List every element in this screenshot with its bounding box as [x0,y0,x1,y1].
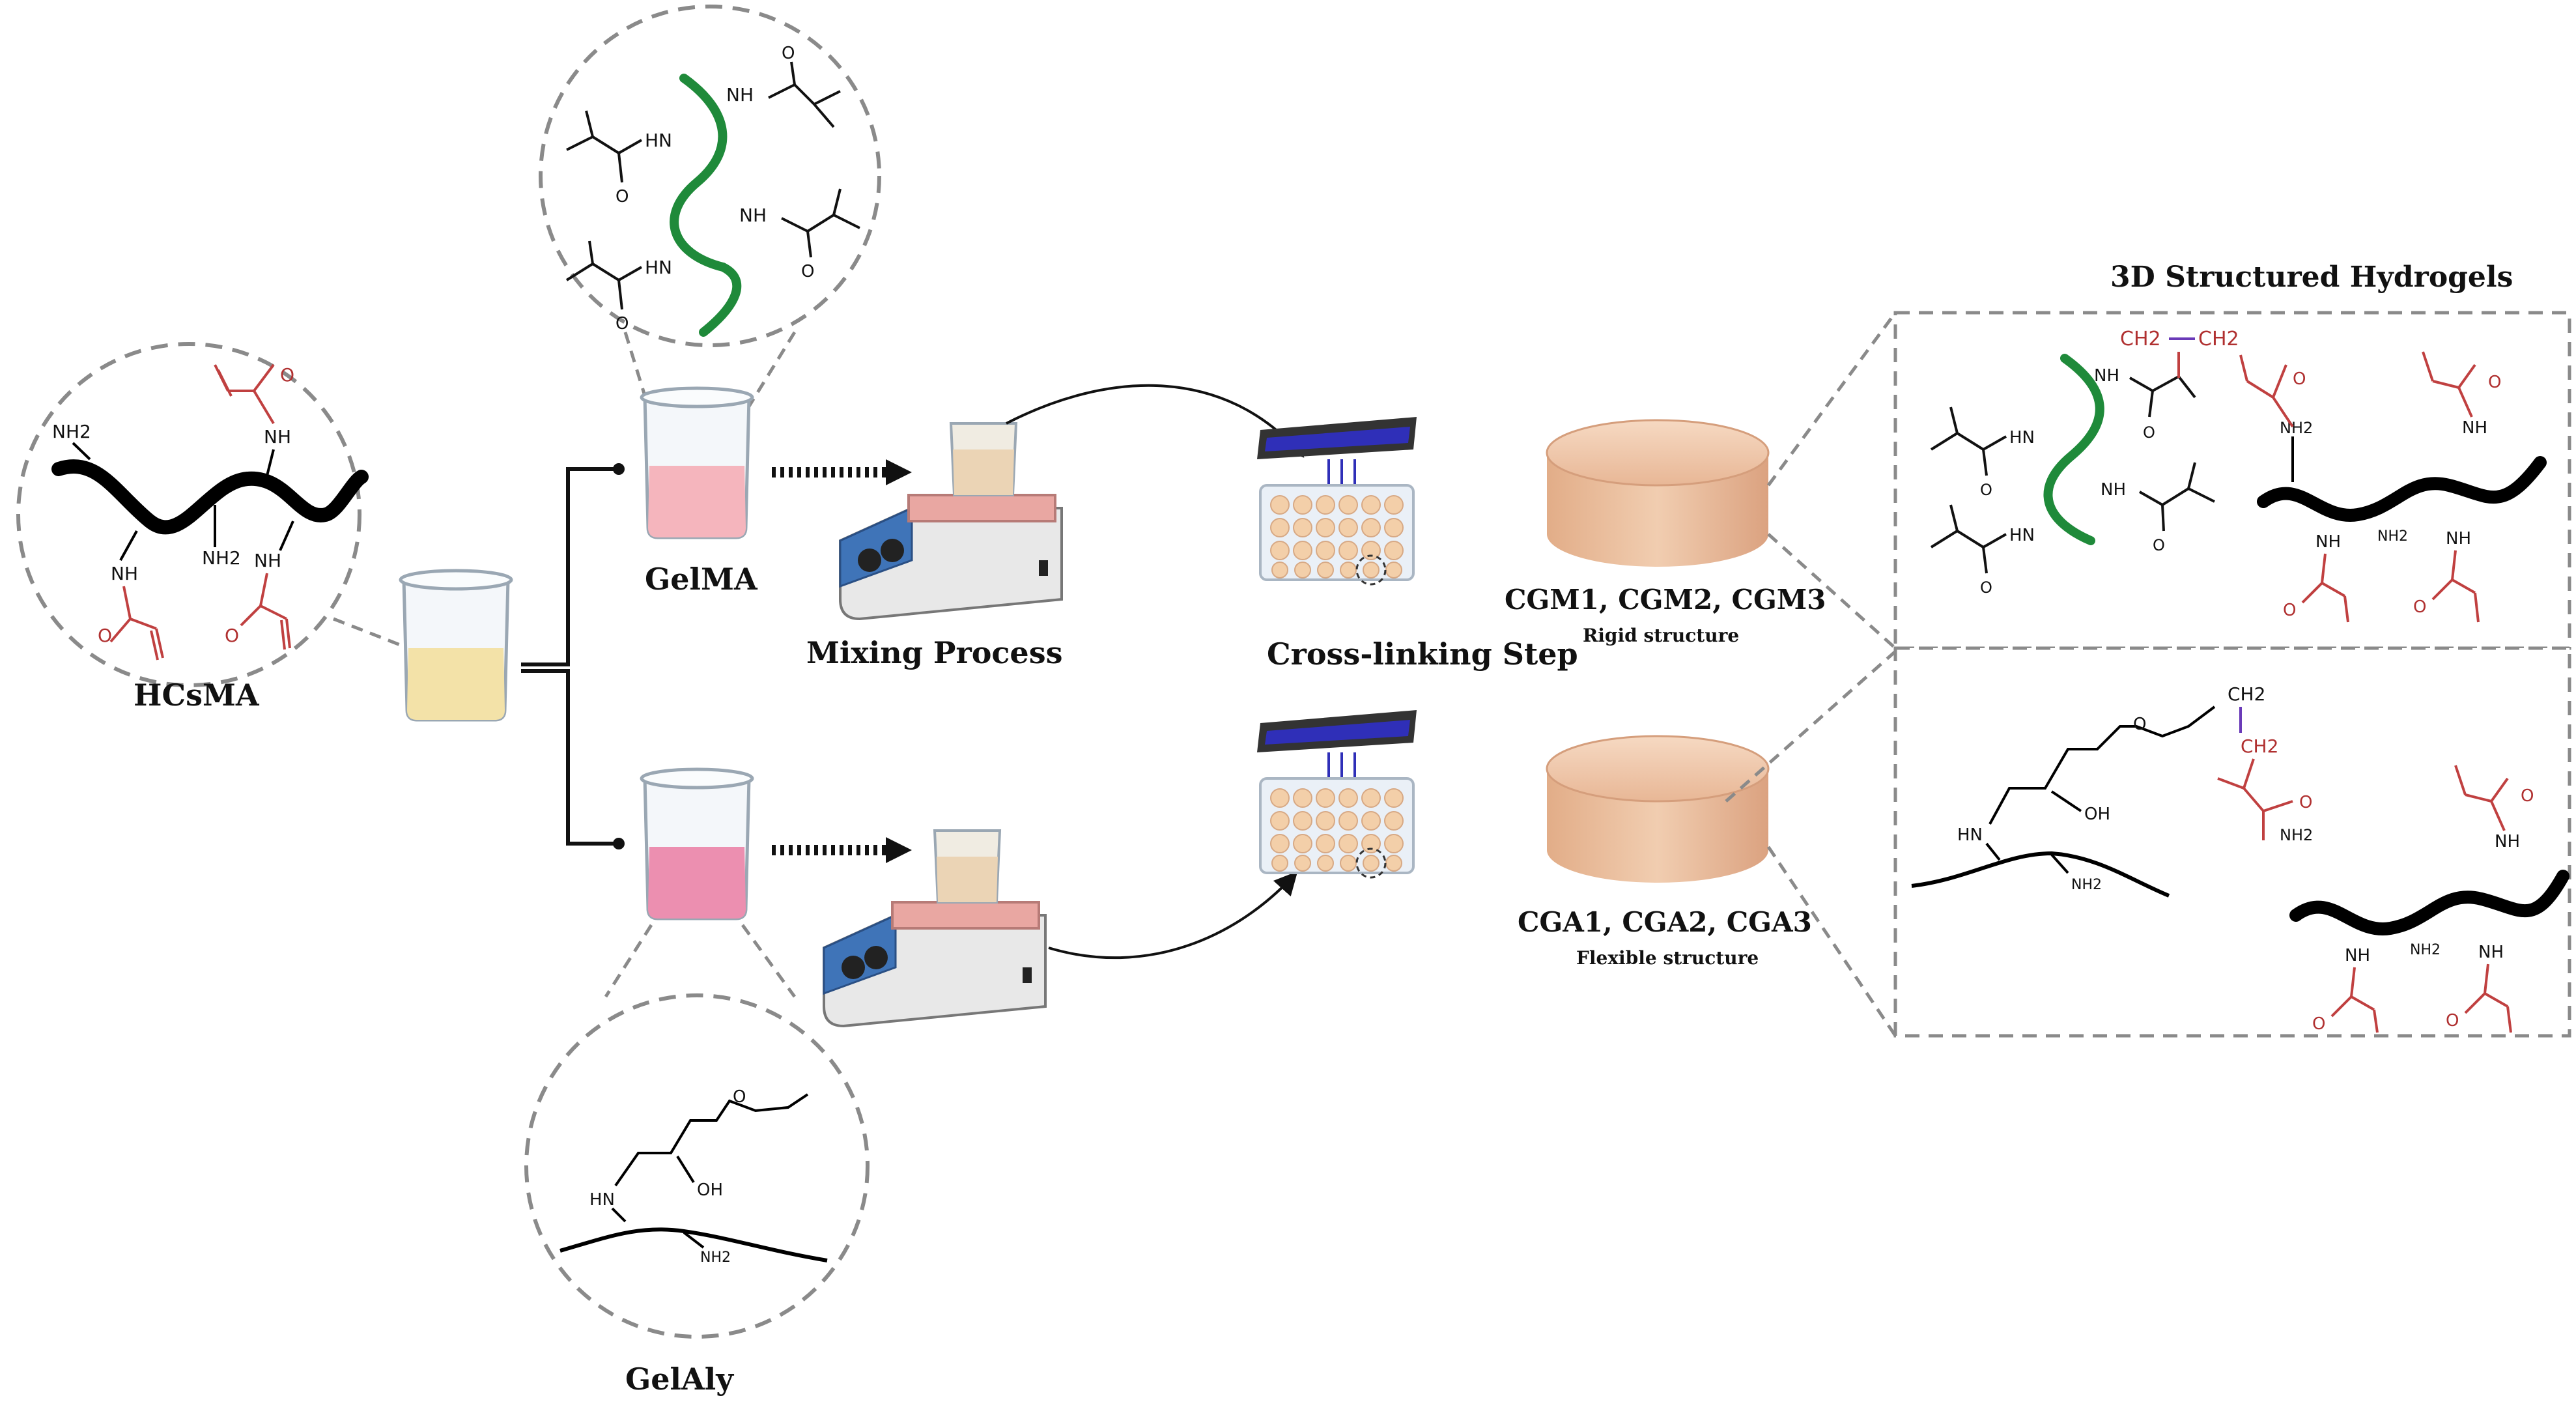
ch2-text: CH2 [2228,683,2265,705]
o-text: O [98,625,112,646]
mixing-label: Mixing Process [806,635,1063,670]
cgm-label: CGM1, CGM2, CGM3 [1505,584,1826,616]
hcsma-structure-zoom: NH2 NH NH2 NH NH O O O [16,342,369,687]
gelma-label: GelMA [645,562,758,597]
o-text: O [801,262,814,281]
o-text: O [1980,578,1992,597]
o-text: O [782,44,795,63]
nh-text: NH [2101,480,2126,500]
hn-text: HN [589,1190,615,1210]
hn-text: HN [2009,526,2035,545]
magnetic-stirrer-icon [839,422,1063,621]
o-text: O [2283,601,2296,620]
o-text: O [2312,1014,2325,1034]
o-text: O [1980,481,1992,499]
magnetic-stirrer-icon [823,829,1047,1028]
nh2-text: NH2 [2280,419,2313,437]
oh-text: OH [697,1180,723,1200]
o-text: O [2153,536,2165,554]
well-plate-icon [1259,777,1415,879]
gelaly-label: GelAly [625,1361,734,1397]
nh-text: NH [264,426,291,448]
nh-text: NH [111,563,138,584]
nh-text: NH [2495,832,2520,851]
cga-label: CGA1, CGA2, CGA3 [1518,906,1812,938]
hydrogel-disk-icon [1546,419,1770,567]
nh-text: NH [2315,532,2341,552]
flexible-structure-box: NH2 HN O OH CH2 CH2 O NH2 NH O NH NH2 NH… [1893,646,2571,1038]
nh-text: NH [2462,418,2487,438]
o-text: O [2413,597,2426,617]
beaker-icon [640,767,754,920]
hydrogels-title: 3D Structured Hydrogels [2110,261,2513,294]
o-text: O [280,364,294,386]
nh2-text: NH2 [2280,826,2313,844]
beaker-icon [640,386,754,539]
o-text: O [616,314,629,334]
o-text: O [2293,369,2306,389]
nh-text: NH [2094,366,2119,386]
o-text: O [2521,786,2534,806]
o-text: O [2143,423,2155,442]
cgm-desc: Rigid structure [1583,625,1739,646]
ch2-text: CH2 [2198,328,2239,350]
hn-text: HN [1957,825,1983,845]
well-plate-icon [1259,484,1415,586]
nh2-text: NH2 [700,1249,731,1266]
o-text: O [616,187,629,207]
hn-text: HN [2009,428,2035,448]
gelma-structure-zoom: NH O HN O NH O HN O [539,5,881,347]
rigid-structure-box: NH O CH2 CH2 HN O NH O HN O NH2 O NH O N… [1893,311,2571,650]
cga-desc: Flexible structure [1576,947,1759,969]
o-text: O [2446,1011,2459,1031]
beaker-icon [399,569,513,722]
nh2-text: NH2 [2071,877,2102,893]
hn-text: HN [645,257,672,278]
uv-lamp-icon [1257,710,1417,808]
o-text: O [733,1087,746,1107]
crosslinking-label: Cross-linking Step [1267,636,1578,672]
nh-text: NH [739,205,767,226]
o-text: O [2133,715,2146,734]
hn-text: HN [645,130,672,151]
nh-text: NH [2345,946,2370,965]
gelaly-structure-zoom: NH2 HN O OH [524,993,870,1339]
hydrogel-disk-icon [1546,735,1770,883]
nh-text: NH [726,84,754,106]
nh-text: NH [2478,943,2504,962]
o-text: O [225,625,239,646]
o-text: O [2299,793,2312,812]
hcsma-label: HCsMA [134,677,260,713]
ch2-text: CH2 [2241,735,2278,757]
o-text: O [2488,373,2501,392]
ch2-text: CH2 [2120,328,2161,350]
nh2-text: NH2 [2377,528,2408,545]
nh2-text: NH2 [2410,942,2441,958]
nh2-text: NH2 [52,421,91,442]
nh-text: NH [254,550,281,571]
nh2-text: NH2 [202,547,241,569]
oh-text: OH [2084,805,2110,824]
nh-text: NH [2446,529,2471,549]
